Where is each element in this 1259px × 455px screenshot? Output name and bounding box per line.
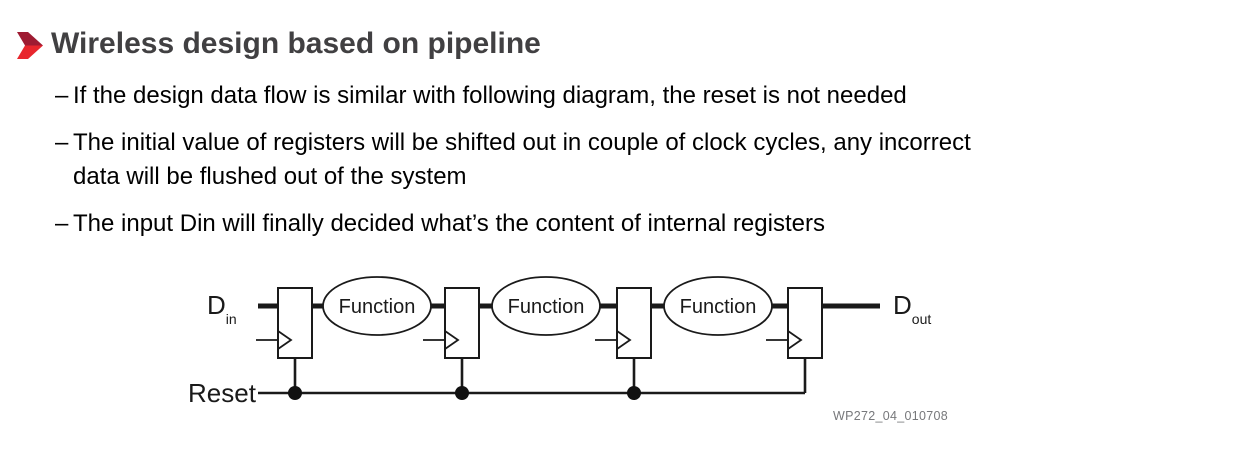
register-box-2 xyxy=(444,287,480,359)
watermark: WP272_04_010708 xyxy=(833,409,948,423)
page-title: Wireless design based on pipeline xyxy=(51,27,541,60)
bullet-item-reset-not-needed: – If the design data flow is similar wit… xyxy=(55,79,971,113)
function-oval-2 xyxy=(491,276,601,336)
din-main: D xyxy=(207,290,226,320)
dout-main: D xyxy=(893,290,912,320)
bullet-line: If the design data flow is similar with … xyxy=(73,82,907,109)
bullet-line: The input Din will finally decided what’… xyxy=(73,210,825,237)
register-box-1 xyxy=(277,287,313,359)
bullet-line: data will be flushed out of the system xyxy=(73,163,467,190)
junction-dot-3 xyxy=(627,386,641,400)
reset-label: Reset xyxy=(188,378,257,408)
function-oval-3 xyxy=(663,276,773,336)
dout-label: Dout xyxy=(893,290,931,327)
din-sub: in xyxy=(226,311,237,327)
clock-caret-icon-4 xyxy=(787,330,803,350)
register-box-4 xyxy=(787,287,823,359)
clock-caret-icon-1 xyxy=(277,330,293,350)
title-arrow-top-chevron xyxy=(17,32,43,46)
function-label-1: Function xyxy=(339,296,416,318)
pipeline-diagram: Function Function Function Din Dout Rese… xyxy=(180,270,970,430)
bullet-list: – If the design data flow is similar wit… xyxy=(55,79,971,241)
clock-caret-icon-2 xyxy=(444,330,460,350)
title-arrow-icon xyxy=(17,32,43,59)
pipeline-diagram-svg: Function Function Function Din Dout Rese… xyxy=(188,276,948,423)
function-label-3: Function xyxy=(680,296,757,318)
title-row: Wireless design based on pipeline xyxy=(17,28,541,60)
junction-dot-1 xyxy=(288,386,302,400)
junction-dot-2 xyxy=(455,386,469,400)
bullet-text: The initial value of registers will be s… xyxy=(73,126,971,194)
register-box-3 xyxy=(616,287,652,359)
bullet-dash: – xyxy=(55,210,69,237)
bullet-item-initial-value-flushed: – The initial value of registers will be… xyxy=(55,126,971,194)
dout-sub: out xyxy=(912,311,932,327)
title-arrow-bottom-chevron xyxy=(17,45,43,59)
function-oval-1 xyxy=(322,276,432,336)
bullet-text: The input Din will finally decided what’… xyxy=(73,207,825,241)
bullet-dash: – xyxy=(55,82,69,109)
bullet-dash: – xyxy=(55,129,69,156)
bullet-line: The initial value of registers will be s… xyxy=(73,129,971,156)
bullet-text: If the design data flow is similar with … xyxy=(73,79,907,113)
clock-caret-icon-3 xyxy=(616,330,632,350)
function-label-2: Function xyxy=(508,296,585,318)
din-label: Din xyxy=(207,290,237,327)
bullet-item-din-decides-content: – The input Din will finally decided wha… xyxy=(55,207,971,241)
